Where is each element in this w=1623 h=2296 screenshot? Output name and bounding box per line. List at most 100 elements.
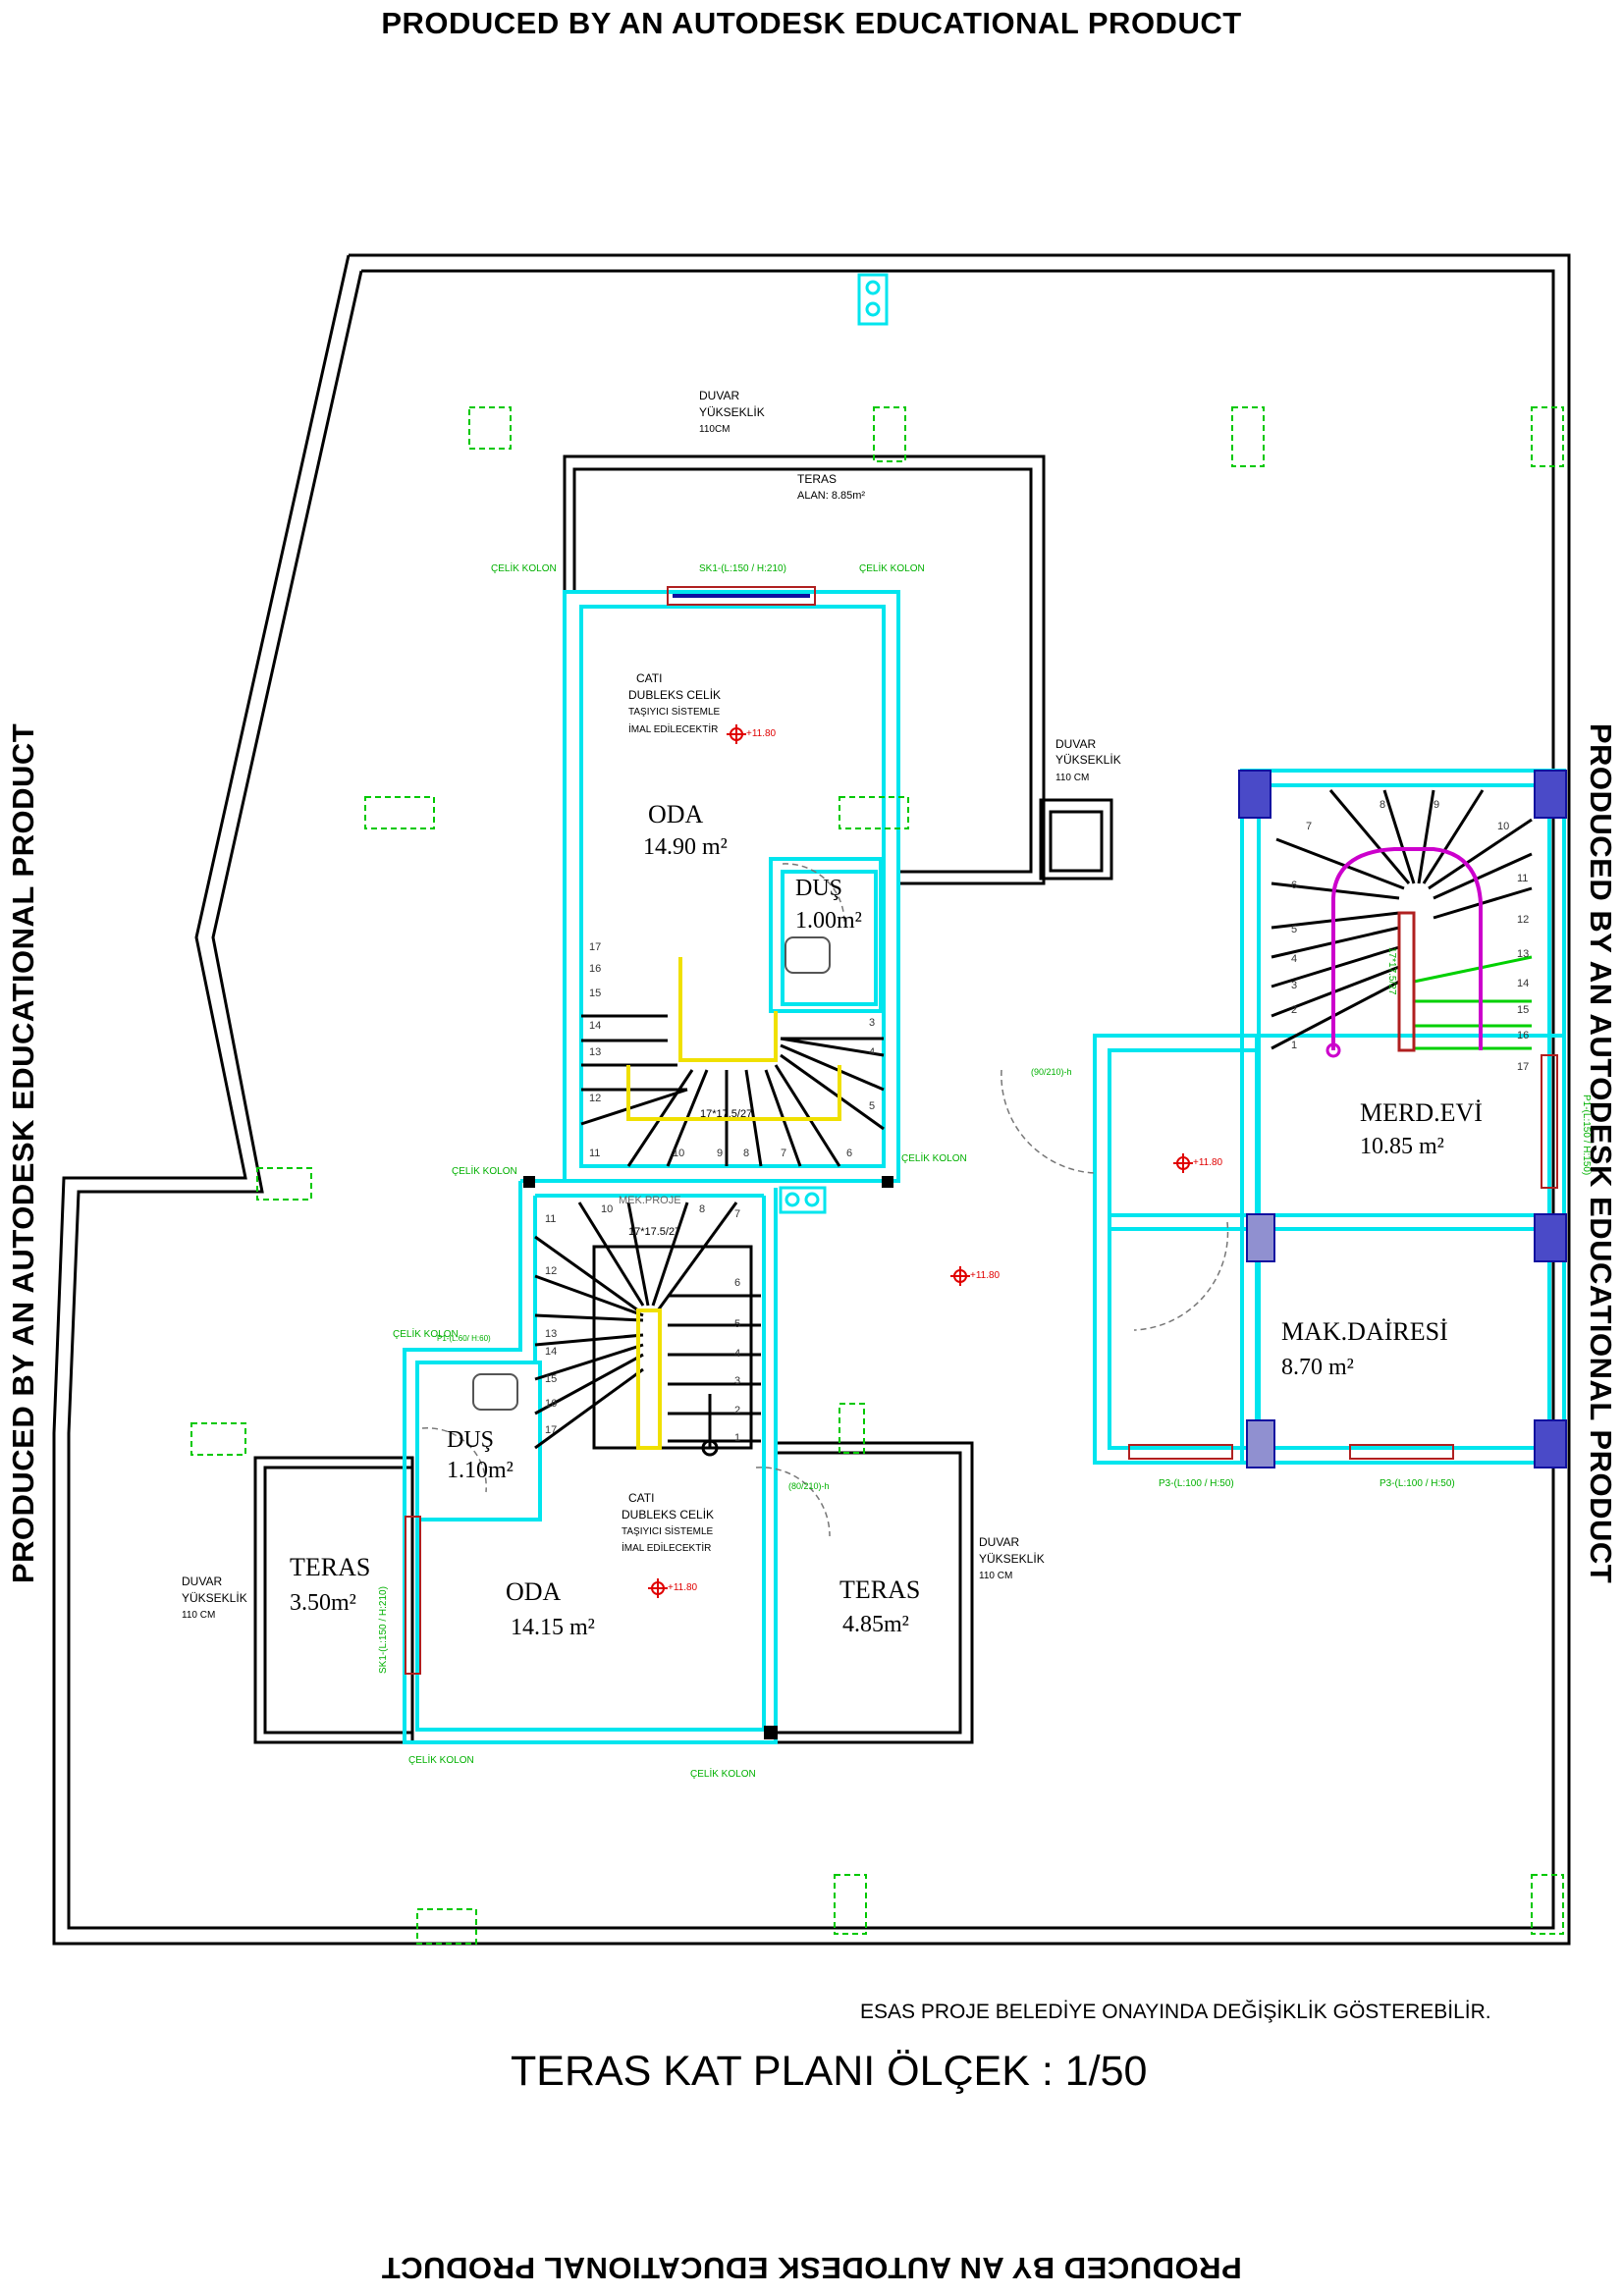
roof-note: İMAL EDİLECEKTİR xyxy=(622,1541,711,1554)
level-label: +11.80 xyxy=(1193,1157,1223,1168)
step-number: 13 xyxy=(589,1046,601,1058)
walls-stair-hall xyxy=(1093,769,1566,1465)
step-number: 11 xyxy=(545,1213,556,1225)
steel-column-label: ÇELİK KOLON xyxy=(859,561,925,574)
room-area: 10.85 m² xyxy=(1360,1134,1444,1159)
window-label: P1-(L:60/ H:60) xyxy=(437,1334,491,1343)
room-name: TERAS xyxy=(290,1553,370,1581)
room-name: ODA xyxy=(648,800,704,828)
step-number: 6 xyxy=(734,1277,740,1289)
step-number: 15 xyxy=(545,1373,557,1385)
outer-boundary xyxy=(52,253,1571,1946)
room-name: ODA xyxy=(506,1577,562,1606)
step-number: 4 xyxy=(734,1348,740,1360)
step-number: 7 xyxy=(1306,821,1312,832)
steel-column-label: ÇELİK KOLON xyxy=(690,1767,756,1780)
watermark-top: PRODUCED BY AN AUTODESK EDUCATIONAL PROD… xyxy=(381,6,1242,40)
steel-columns xyxy=(523,1176,893,1739)
step-number: 2 xyxy=(734,1405,740,1416)
step-number: 13 xyxy=(545,1328,557,1340)
room-area: 1.10m² xyxy=(447,1458,514,1483)
steel-column-label: ÇELİK KOLON xyxy=(491,561,557,574)
step-number: 14 xyxy=(1517,978,1529,989)
roof-note: DUBLEKS CELİK xyxy=(628,688,721,702)
wall-label: YÜKSEKLİK xyxy=(979,1552,1045,1566)
drain-mid xyxy=(779,1186,827,1214)
stair-lower-handrail xyxy=(636,1308,662,1450)
step-number: 12 xyxy=(545,1265,557,1277)
level-label: +11.80 xyxy=(746,728,777,739)
roof-note: DUBLEKS CELİK xyxy=(622,1508,714,1522)
window-label: P1-(L:150 / H:150) xyxy=(1581,1095,1592,1175)
roof-note: CATI xyxy=(628,1491,654,1505)
step-number: 7 xyxy=(734,1208,740,1220)
step-number: 6 xyxy=(846,1148,852,1159)
level-labels: +11.80 +11.80 +11.80 +11.80 xyxy=(668,728,1223,1593)
room-name: TERAS xyxy=(839,1575,920,1604)
step-numbers: 17 16 15 14 13 12 11 10 9 8 7 6 5 4 3 11… xyxy=(545,799,1529,1444)
wall-label: DUVAR xyxy=(182,1575,222,1588)
step-number: 3 xyxy=(734,1375,740,1387)
roof-note: CATI xyxy=(636,671,662,685)
room-area: 1.00m² xyxy=(795,908,862,934)
step-number: 12 xyxy=(1517,914,1529,926)
terrace-label: TERAS xyxy=(797,472,837,486)
room-name: DUŞ xyxy=(447,1427,494,1453)
room-name: MERD.EVİ xyxy=(1360,1098,1483,1127)
roof-note: TAŞIYICI SİSTEMLE xyxy=(622,1524,713,1537)
step-number: 3 xyxy=(1291,980,1297,991)
window-label: SK1-(L:150 / H:210) xyxy=(378,1586,389,1674)
step-number: 5 xyxy=(869,1100,875,1112)
step-number: 17 xyxy=(1517,1061,1529,1073)
door-label: (90/210)-h xyxy=(1031,1067,1072,1077)
step-number: 4 xyxy=(869,1046,875,1058)
toilets xyxy=(472,936,831,1411)
step-number: 1 xyxy=(1291,1040,1297,1051)
step-number: 5 xyxy=(1291,924,1297,935)
step-number: 3 xyxy=(869,1017,875,1029)
step-number: 16 xyxy=(1517,1030,1529,1041)
room-area: 14.15 m² xyxy=(511,1615,595,1640)
window-label: P3-(L:100 / H:50) xyxy=(1159,1478,1234,1489)
window-label: P3-(L:100 / H:50) xyxy=(1380,1478,1455,1489)
wall-label: YÜKSEKLİK xyxy=(182,1591,247,1605)
step-number: 1 xyxy=(734,1432,740,1444)
step-number: 17 xyxy=(589,941,601,953)
roof-note: TAŞIYICI SİSTEMLE xyxy=(628,705,720,718)
wall-label: DUVAR xyxy=(1055,737,1096,751)
stair-formula: 17*17.5/27 xyxy=(1386,947,1397,995)
step-number: 10 xyxy=(601,1203,613,1215)
step-number: 8 xyxy=(699,1203,705,1215)
step-number: 2 xyxy=(1291,1004,1297,1016)
planters xyxy=(190,406,1564,1945)
green-labels: ÇELİK KOLON ÇELİK KOLON SK1-(L:150 / H:2… xyxy=(378,561,1592,1780)
steel-column-label: ÇELİK KOLON xyxy=(393,1327,459,1340)
step-number: 4 xyxy=(1291,953,1297,965)
steel-column-label: ÇELİK KOLON xyxy=(408,1753,474,1766)
steel-column-label: ÇELİK KOLON xyxy=(901,1151,967,1164)
step-number: 16 xyxy=(545,1398,557,1410)
level-label: +11.80 xyxy=(970,1270,1001,1281)
room-name: MAK.DAİRESİ xyxy=(1281,1317,1448,1346)
room-area: 4.85m² xyxy=(842,1612,909,1637)
stair-upper-handrail xyxy=(626,957,841,1121)
step-number: 16 xyxy=(589,963,601,975)
room-area: 8.70 m² xyxy=(1281,1355,1354,1380)
wall-label: 110CM xyxy=(699,424,730,435)
step-number: 14 xyxy=(545,1346,557,1358)
level-label: +11.80 xyxy=(668,1582,698,1593)
step-number: 10 xyxy=(673,1148,684,1159)
step-number: 5 xyxy=(734,1318,740,1330)
columns xyxy=(1238,770,1567,1468)
door-swings xyxy=(421,863,1229,1537)
room-area: 14.90 m² xyxy=(643,834,728,860)
step-number: 13 xyxy=(1517,948,1529,960)
step-number: 10 xyxy=(1497,821,1509,832)
steel-column-label: ÇELİK KOLON xyxy=(452,1164,517,1177)
step-number: 7 xyxy=(781,1148,786,1159)
window-label: SK1-(L:150 / H:210) xyxy=(699,563,786,574)
door-label: (80/210)-h xyxy=(788,1481,830,1491)
stair-hall-green xyxy=(1413,955,1533,1050)
step-number: 8 xyxy=(743,1148,749,1159)
